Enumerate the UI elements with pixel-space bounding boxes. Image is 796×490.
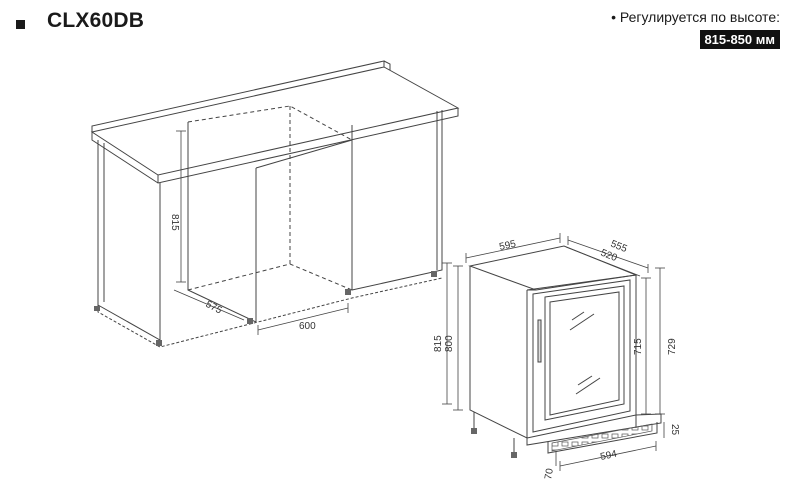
backsplash [91,60,385,132]
height-adjust-range: 815-850 мм [700,30,780,49]
dim-height-door: 715 [633,338,644,355]
dim-width-top: 595 [498,239,517,253]
countertop [90,66,460,176]
dim-cabinet-width: 600 [299,321,316,332]
door-handle-icon [537,319,542,363]
square-bullet-icon [16,19,25,29]
model-name: CLX60DB [47,9,145,32]
kitchen-cabinet [90,60,460,348]
dim-height-min: 800 [444,335,455,352]
cooler-dimension-lines [442,233,665,471]
dim-plinth-width: 594 [599,449,618,463]
cooler-front [526,274,637,439]
height-adjust-note: • Регулируется по высоте: 815-850 мм [611,9,780,49]
niche-outline [187,122,257,323]
wine-cooler [468,245,662,458]
dim-plinth-depth: 25 [669,424,680,436]
cabinet-dimension-lines [173,130,349,335]
dim-height-body: 729 [667,338,678,355]
height-adjust-label: • Регулируется по высоте: [611,9,780,25]
glass-door [544,285,625,421]
right-cabinet [351,110,443,291]
dim-cabinet-height: 815 [169,214,180,231]
dim-cabinet-depth: 575 [204,299,224,317]
title-row: CLX60DB [16,9,144,33]
dim-height-max: 815 [433,335,444,352]
cooler-side [469,266,528,439]
plinth-vent-grille [551,423,653,452]
dim-plinth-height: 70 [543,467,556,480]
plinth [526,413,662,446]
left-cabinet [97,140,161,341]
